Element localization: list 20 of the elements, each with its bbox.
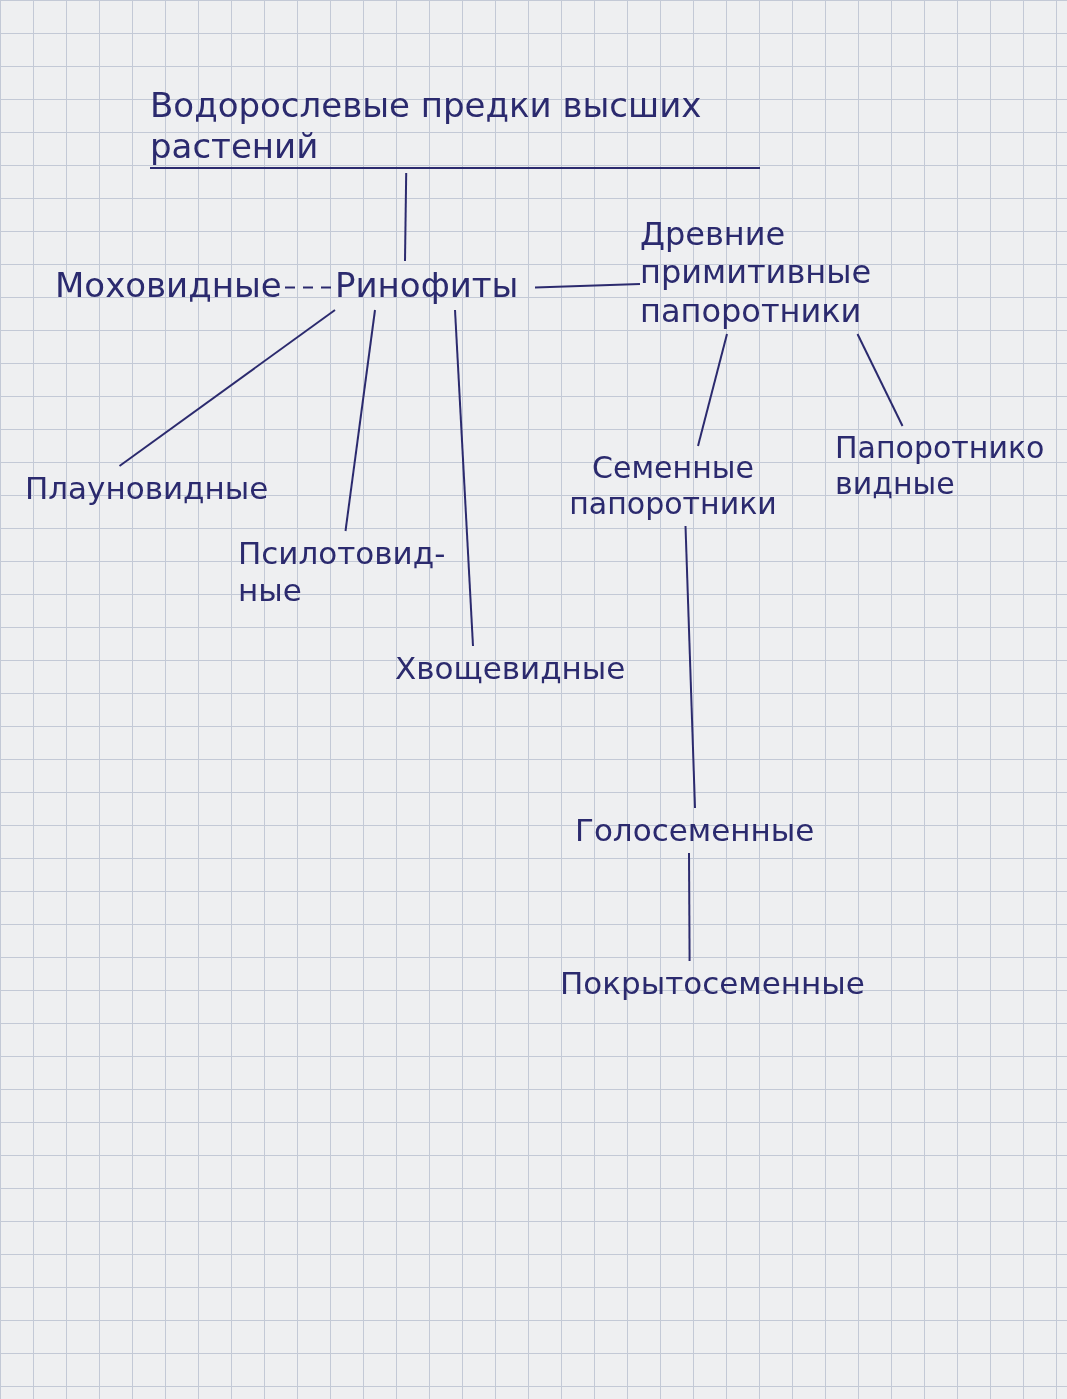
connector-line [684, 525, 696, 809]
connector-line [118, 309, 336, 467]
connector-line [856, 333, 904, 427]
connector-line [688, 852, 691, 962]
taxon-label: Ринофиты [335, 265, 520, 306]
taxon-label: Хвощевидные [395, 650, 627, 688]
connector-line [454, 309, 474, 647]
connector-line [697, 333, 728, 447]
connector-line [534, 283, 641, 289]
taxon-label: Древние примитивные папоротники [640, 215, 873, 331]
connector-line [404, 172, 408, 262]
taxon-label: Псилотовид-ные [238, 535, 447, 610]
taxon-label: Моховидные [55, 265, 283, 306]
taxon-label: Папоротниковидные [835, 430, 1046, 502]
taxon-label: Семенные папоротники [568, 450, 778, 522]
taxon-label: Голосеменные [575, 812, 816, 850]
taxon-label: Покрытосеменные [560, 965, 866, 1003]
connector-line [344, 309, 376, 532]
heading-text: Водорослевые предки высших растений [150, 85, 703, 167]
taxon-label: Плауновидные [25, 470, 270, 508]
